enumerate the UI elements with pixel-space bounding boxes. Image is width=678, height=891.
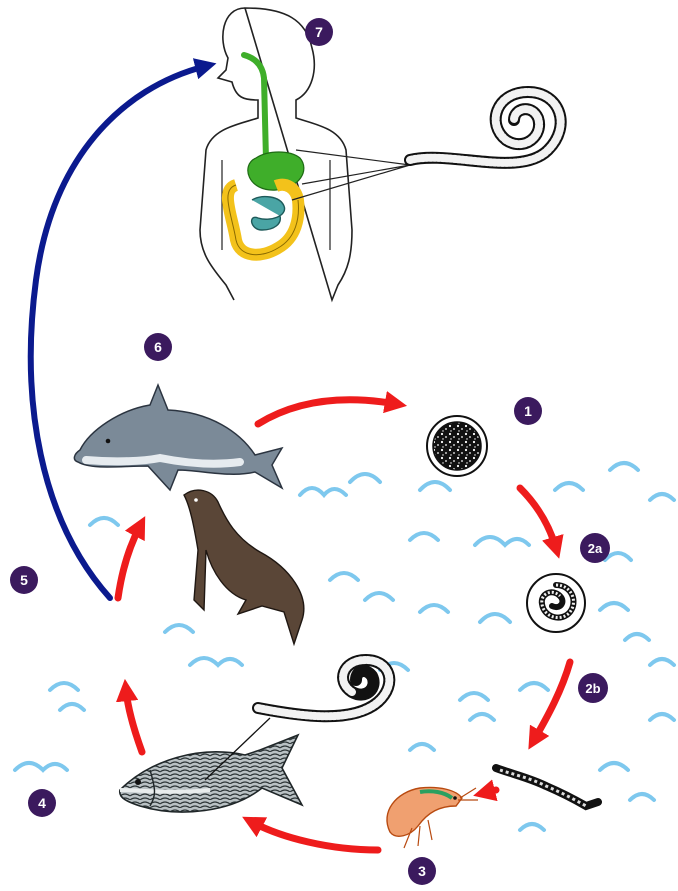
svg-text:3: 3 [418, 863, 426, 879]
arrow-6-to-1 [258, 400, 396, 424]
arrow-2a-to-2b [534, 662, 570, 740]
arrow-3-to-4 [252, 822, 378, 850]
free-larva-2b [496, 768, 598, 806]
arrow-4-to-6b [118, 526, 140, 598]
stage-badge-4: 4 [28, 789, 56, 817]
arrow-2b-to-3 [484, 790, 496, 793]
svg-text:1: 1 [524, 403, 532, 419]
svg-text:2b: 2b [585, 681, 600, 696]
small-intestine [252, 197, 285, 230]
egg-stage-1 [427, 416, 487, 476]
sea-lion [184, 490, 304, 644]
svg-text:2a: 2a [588, 541, 603, 556]
arrow-5-to-7 [31, 66, 206, 598]
svg-text:5: 5 [20, 572, 28, 588]
arrow-4-to-6a [126, 690, 142, 752]
svg-text:6: 6 [154, 339, 162, 355]
stage-badge-7: 7 [305, 18, 333, 46]
water-waves [15, 463, 674, 830]
fish-host [120, 735, 302, 812]
embryonated-egg-2a [527, 574, 585, 632]
svg-text:7: 7 [315, 24, 323, 40]
stage-badge-5: 5 [10, 566, 38, 594]
stage-badge-6: 6 [144, 333, 172, 361]
stage-badge-3: 3 [408, 857, 436, 885]
adult-worm-top [410, 92, 561, 163]
stage-badge-1: 1 [514, 397, 542, 425]
stage-badge-2a: 2a [580, 533, 610, 563]
human-figure [200, 8, 410, 300]
svg-text:4: 4 [38, 795, 46, 811]
arrow-1-to-2a [520, 488, 556, 548]
dolphin [74, 385, 282, 490]
stage-badge-2b: 2b [578, 673, 608, 703]
krill-crustacean [387, 787, 478, 848]
